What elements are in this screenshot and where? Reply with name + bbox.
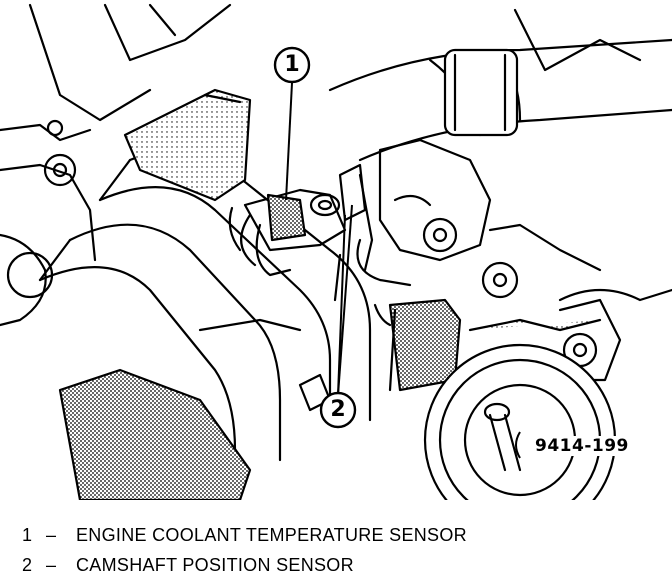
callout-2-leader-a	[337, 204, 353, 396]
callout-2-leader-b	[337, 214, 346, 396]
callout-1-number: 1	[284, 52, 300, 77]
legend: 1–ENGINE COOLANT TEMPERATURE SENSOR 2–CA…	[22, 520, 662, 580]
figure-id: 9414-199	[533, 436, 631, 456]
engine-line-drawing: 1 2 9414-199	[0, 3, 672, 537]
legend-item-label: CAMSHAFT POSITION SENSOR	[76, 555, 354, 575]
legend-item: 1–ENGINE COOLANT TEMPERATURE SENSOR	[22, 520, 662, 550]
legend-item: 2–CAMSHAFT POSITION SENSOR	[22, 550, 662, 580]
legend-item-number: 1	[22, 525, 33, 545]
callout-1-leader	[285, 82, 293, 201]
legend-item-separator: –	[46, 525, 57, 545]
legend-item-separator: –	[46, 555, 57, 575]
legend-item-label: ENGINE COOLANT TEMPERATURE SENSOR	[76, 525, 467, 545]
callout-2-circle	[319, 391, 357, 429]
callout-1-circle	[273, 46, 311, 84]
figure-id-bracket	[515, 431, 521, 459]
legend-item-number: 2	[22, 555, 33, 575]
engine-illustration	[0, 3, 672, 537]
callout-2-number: 2	[330, 397, 346, 422]
